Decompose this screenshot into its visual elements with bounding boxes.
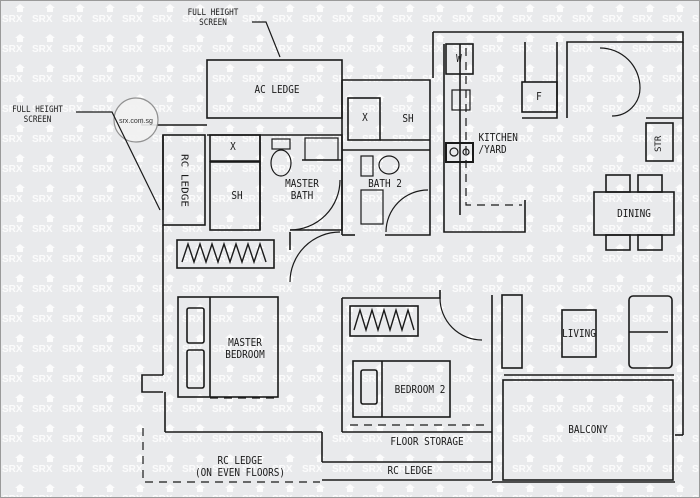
label-balcony: BALCONY — [568, 423, 608, 436]
label-rc-ledge-left: RC LEDGE — [178, 153, 190, 207]
walls — [141, 31, 684, 483]
label-master-bedroom: MASTER BEDROOM — [225, 336, 265, 361]
label-bath-2: BATH 2 — [368, 177, 402, 190]
label-ac-ledge: AC LEDGE — [254, 83, 300, 96]
label-floor-storage: FLOOR STORAGE — [390, 435, 464, 448]
label-rc-ledge-bottom: RC LEDGE — [387, 464, 433, 477]
label-kitchen-yard: KITCHEN /YARD — [478, 131, 518, 156]
label-shower-bath2: SH — [402, 112, 414, 125]
door-swings — [289, 47, 641, 341]
fixtures — [76, 21, 474, 225]
label-dining: DINING — [617, 207, 651, 220]
label-store: STR — [654, 135, 664, 153]
label-rc-ledge-even-floors: RC LEDGE (ON EVEN FLOORS) — [194, 454, 286, 479]
label-washer: W — [456, 52, 462, 65]
label-full-height-screen-top: FULL HEIGHT SCREEN — [187, 8, 239, 28]
dashed-lines — [142, 48, 522, 483]
label-heater-x1: X — [230, 140, 236, 153]
wardrobe-hangers — [181, 241, 415, 333]
stamp-text: srx.com.sg — [119, 118, 153, 125]
label-fridge: F — [536, 90, 542, 103]
label-master-bath: MASTER BATH — [285, 177, 319, 202]
label-bedroom-2: BEDROOM 2 — [394, 383, 446, 396]
label-full-height-screen-left: FULL HEIGHT SCREEN — [12, 105, 63, 125]
label-shower-master: SH — [231, 189, 243, 202]
label-living: LIVING — [562, 327, 596, 340]
label-heater-x2: X — [362, 111, 368, 124]
